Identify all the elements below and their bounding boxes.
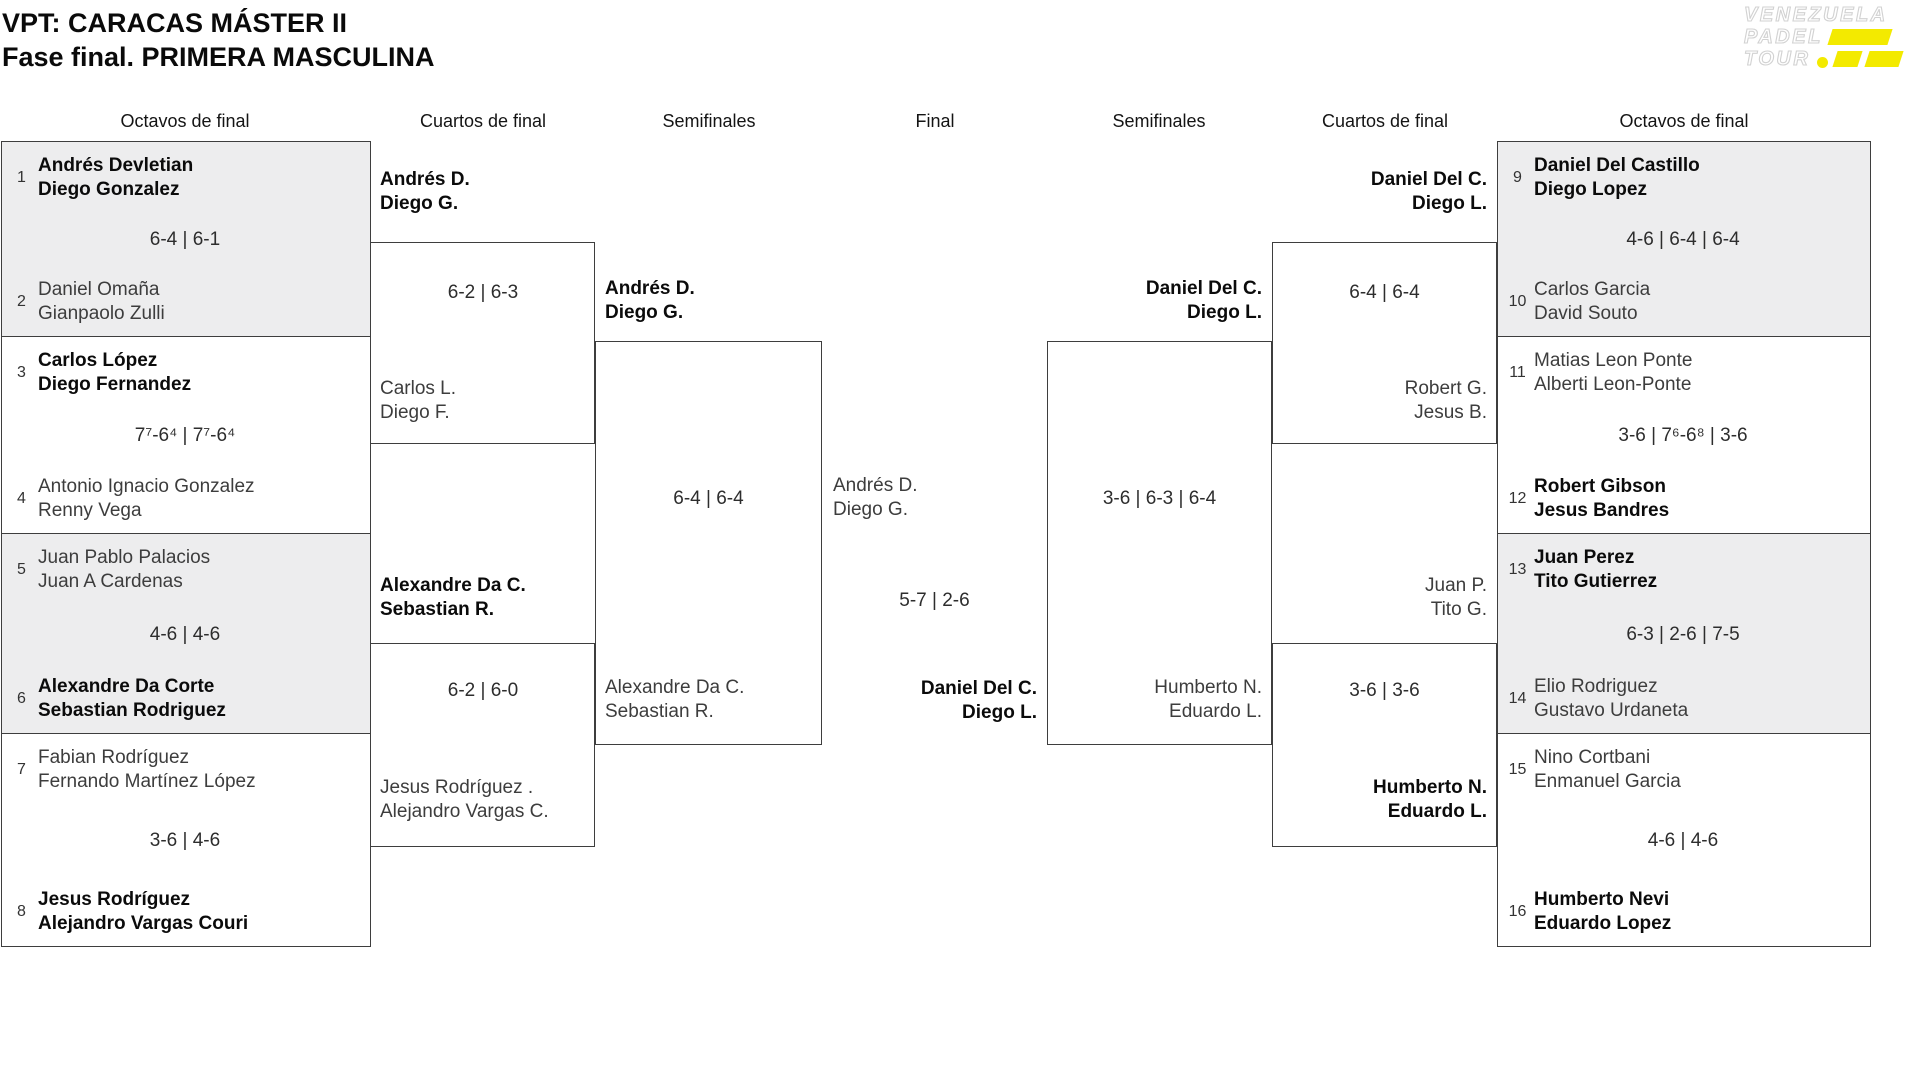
- octavos-left-column: 1 Andrés Devletian Diego Gonzalez 6-4 | 6…: [1, 141, 371, 948]
- logo-parallelogram-icon: [1827, 29, 1893, 45]
- team-name: Andrés D. Diego G.: [380, 169, 470, 214]
- team-name: Alexandre Da C. Sebastian R.: [605, 677, 745, 722]
- team-name: Carlos L. Diego F.: [380, 378, 457, 423]
- team-name: Robert Gibson Jesus Bandres: [1534, 476, 1670, 521]
- logo-dot-icon: [1817, 57, 1829, 68]
- match-score: 6-4 | 6-1: [149, 229, 221, 250]
- team-name: Matias Leon Ponte Alberti Leon-Ponte: [1534, 350, 1693, 395]
- match-score: 3-6 | 7⁶-6⁸ | 3-6: [1618, 425, 1748, 446]
- seed-number: 11: [1509, 364, 1526, 381]
- team-name: Daniel Del C. Diego L.: [1145, 278, 1262, 323]
- team-name: Daniel Del Castillo Diego Lopez: [1534, 155, 1700, 200]
- team-name: Alexandre Da Corte Sebastian Rodriguez: [38, 676, 226, 721]
- team-name: Andrés D. Diego G.: [605, 278, 695, 323]
- match-block-3-4: 3 Carlos López Diego Fernandez 7⁷-6⁴ | 7⁷…: [1, 336, 371, 534]
- title-line1: VPT: CARACAS MÁSTER II: [2, 8, 348, 38]
- team-name: Humberto N. Eduardo L.: [1154, 677, 1262, 722]
- team-name: Jesus Rodríguez Alejandro Vargas Couri: [38, 889, 249, 934]
- final-score: 5-7 | 2-6: [899, 590, 970, 611]
- match-score: 4-6 | 6-4 | 6-4: [1626, 229, 1740, 250]
- seed-number: 1: [17, 169, 26, 186]
- logo-word-tour: TOUR: [1743, 47, 1811, 70]
- match-block-15-16: 15 Nino Cortbani Enmanuel Garcia 4-6 | 4-…: [1497, 733, 1871, 947]
- match-score: 6-4 | 6-4: [673, 488, 744, 509]
- team-name: Humberto N. Eduardo L.: [1373, 777, 1487, 822]
- match-score: 4-6 | 4-6: [1647, 830, 1719, 851]
- team-name: Juan Pablo Palacios Juan A Cardenas: [38, 547, 211, 592]
- match-block-13-14: 13 Juan Perez Tito Gutierrez 6-3 | 2-6 | …: [1497, 533, 1871, 734]
- seed-number: 5: [17, 561, 26, 578]
- seed-number: 7: [17, 761, 26, 778]
- seed-number: 14: [1508, 690, 1527, 707]
- seed-number: 15: [1508, 761, 1527, 778]
- round-header-semifinales-left: Semifinales: [662, 111, 756, 131]
- venezuela-padel-tour-logo: VENEZUELA PADEL TOUR: [1743, 3, 1920, 70]
- quarterfinal-left-top-box: [370, 242, 595, 444]
- final-team-right: Daniel Del C. Diego L.: [920, 678, 1037, 723]
- seed-number: 16: [1508, 903, 1527, 920]
- title-line2: Fase final. PRIMERA MASCULINA: [2, 42, 435, 72]
- seed-number: 6: [17, 690, 26, 707]
- team-name: Daniel Omaña Gianpaolo Zulli: [38, 279, 165, 324]
- round-header-cuartos-right: Cuartos de final: [1321, 111, 1449, 131]
- logo-word-padel: PADEL: [1743, 25, 1823, 48]
- round-header-semifinales-right: Semifinales: [1112, 111, 1206, 131]
- semifinal-left-box: [595, 341, 822, 745]
- match-score: 3-6 | 3-6: [1349, 680, 1420, 701]
- match-block-7-8: 7 Fabian Rodríguez Fernando Martínez Lópe…: [1, 733, 371, 947]
- match-score: 6-2 | 6-0: [447, 680, 519, 701]
- seed-number: 13: [1508, 561, 1527, 578]
- team-name: Carlos Garcia David Souto: [1534, 279, 1651, 324]
- team-name: Juan Perez Tito Gutierrez: [1534, 547, 1658, 592]
- seed-number: 3: [17, 364, 26, 381]
- team-name: Alexandre Da C. Sebastian R.: [380, 575, 526, 620]
- logo-word-venezuela: VENEZUELA: [1743, 3, 1888, 26]
- team-name: Daniel Del C. Diego L.: [1370, 169, 1487, 214]
- round-header-cuartos-left: Cuartos de final: [419, 111, 547, 131]
- seed-number: 12: [1508, 490, 1527, 507]
- match-score: 6-2 | 6-3: [447, 282, 519, 303]
- quarterfinal-right-top-box: [1272, 242, 1497, 444]
- logo-parallelogram-icon: [1832, 51, 1863, 67]
- match-score: 3-6 | 4-6: [149, 830, 221, 851]
- seed-number: 2: [17, 293, 26, 310]
- match-block-9-10: 9 Daniel Del Castillo Diego Lopez 4-6 | 6…: [1497, 141, 1871, 337]
- match-score: 4-6 | 4-6: [149, 623, 221, 645]
- round-header-final: Final: [915, 111, 955, 131]
- match-block-5-6: 5 Juan Pablo Palacios Juan A Cardenas 4-6…: [1, 533, 371, 734]
- team-name: Jesus Rodríguez . Alejandro Vargas C.: [380, 777, 549, 822]
- match-score: 3-6 | 6-3 | 6-4: [1102, 488, 1217, 509]
- match-block-1-2: 1 Andrés Devletian Diego Gonzalez 6-4 | 6…: [1, 141, 371, 337]
- match-block-11-12: 11 Matias Leon Ponte Alberti Leon-Ponte 3…: [1497, 336, 1871, 534]
- final-team-left: Andrés D. Diego G.: [833, 475, 918, 520]
- seed-number: 9: [1513, 169, 1522, 186]
- team-name: Carlos López Diego Fernandez: [38, 350, 192, 395]
- seed-number: 4: [17, 490, 26, 507]
- logo-parallelogram-icon: [1864, 51, 1904, 67]
- quarterfinal-left-bottom-box: [370, 643, 595, 847]
- team-name: Fabian Rodríguez Fernando Martínez López: [38, 747, 256, 792]
- seed-number: 8: [17, 903, 26, 920]
- round-header-octavos-left: Octavos de final: [120, 111, 250, 131]
- team-name: Robert G. Jesus B.: [1404, 378, 1487, 423]
- team-name: Andrés Devletian Diego Gonzalez: [38, 155, 194, 200]
- octavos-right-column: 9 Daniel Del Castillo Diego Lopez 4-6 | 6…: [1497, 141, 1871, 948]
- semifinal-right-box: [1047, 341, 1272, 745]
- match-score: 6-3 | 2-6 | 7-5: [1626, 623, 1740, 645]
- team-name: Humberto Nevi Eduardo Lopez: [1534, 889, 1672, 934]
- match-score: 7⁷-6⁴ | 7⁷-6⁴: [134, 425, 236, 446]
- match-score: 6-4 | 6-4: [1349, 282, 1420, 303]
- quarterfinal-right-bottom-box: [1272, 643, 1497, 847]
- seed-number: 10: [1508, 293, 1527, 310]
- team-name: Antonio Ignacio Gonzalez Renny Vega: [38, 476, 255, 521]
- team-name: Nino Cortbani Enmanuel Garcia: [1534, 747, 1681, 792]
- round-header-octavos-right: Octavos de final: [1619, 111, 1749, 131]
- page-title: VPT: CARACAS MÁSTER II Fase final. PRIMER…: [2, 6, 435, 74]
- team-name: Elio Rodriguez Gustavo Urdaneta: [1534, 676, 1689, 721]
- team-name: Juan P. Tito G.: [1425, 575, 1487, 620]
